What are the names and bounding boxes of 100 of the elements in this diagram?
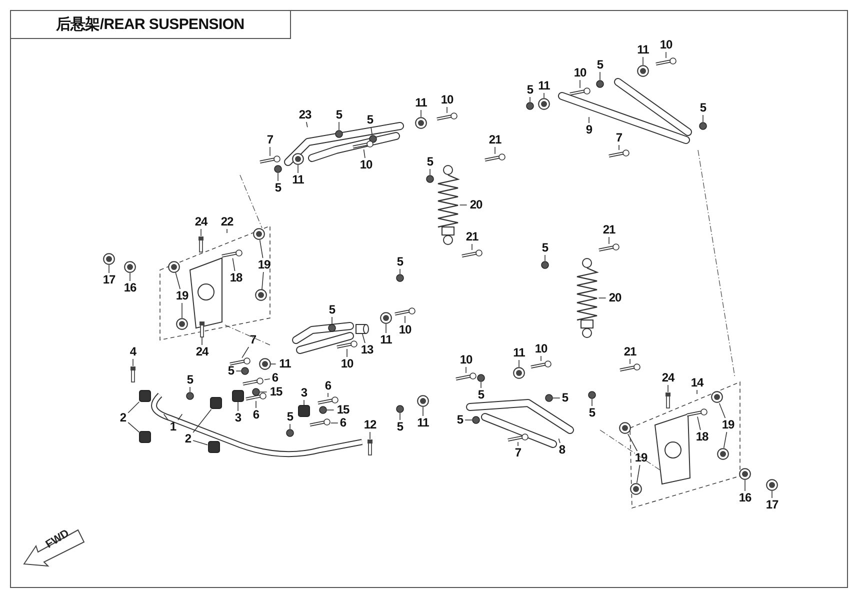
bolt bbox=[352, 141, 374, 150]
bushing bbox=[417, 395, 429, 407]
callout-number: 24 bbox=[196, 346, 208, 358]
callout-number: 11 bbox=[538, 80, 550, 92]
bracket bbox=[208, 440, 220, 453]
leader-line bbox=[494, 146, 496, 154]
callout-number: 15 bbox=[270, 386, 282, 398]
callout-number: 5 bbox=[328, 304, 336, 316]
nut bbox=[544, 394, 553, 402]
leader-line bbox=[422, 406, 424, 416]
bolt bbox=[130, 366, 136, 382]
bolt bbox=[221, 250, 244, 258]
bolt bbox=[228, 358, 251, 366]
bracket bbox=[139, 390, 152, 402]
bushing bbox=[716, 448, 729, 460]
callout-number: 7 bbox=[266, 134, 274, 146]
nut bbox=[541, 261, 549, 269]
callout-number: 5 bbox=[562, 392, 568, 404]
bolt bbox=[655, 58, 677, 66]
callout-number: 10 bbox=[440, 94, 454, 106]
bushing bbox=[255, 289, 268, 302]
callout-number: 7 bbox=[250, 334, 256, 346]
direction-label: FWD bbox=[44, 527, 72, 551]
leader-line bbox=[236, 370, 242, 372]
leader-line bbox=[696, 390, 698, 394]
bracket bbox=[298, 405, 310, 417]
callout-number: 21 bbox=[466, 230, 478, 244]
callout-number: 19 bbox=[258, 258, 270, 272]
nut bbox=[241, 367, 250, 375]
leader-line bbox=[480, 382, 482, 388]
callout-number: 2 bbox=[184, 432, 192, 446]
bolt bbox=[598, 244, 620, 252]
callout-number: 17 bbox=[102, 274, 116, 286]
leader-line bbox=[262, 272, 264, 290]
leader-line bbox=[264, 378, 270, 380]
nut bbox=[526, 102, 534, 110]
leader-line bbox=[608, 236, 610, 244]
leader-line bbox=[636, 464, 640, 484]
bushing bbox=[630, 482, 642, 495]
callout-number: 11 bbox=[513, 346, 525, 360]
callout-number: 11 bbox=[637, 44, 649, 56]
callout-number: 18 bbox=[696, 430, 708, 444]
bolt bbox=[367, 439, 373, 455]
callout-number: 21 bbox=[602, 224, 616, 236]
leader-line bbox=[232, 258, 236, 272]
leader-line bbox=[404, 316, 406, 324]
leader-line bbox=[192, 409, 212, 433]
callout-number: 5 bbox=[596, 58, 604, 72]
callout-number: 19 bbox=[722, 418, 734, 432]
bolt bbox=[455, 373, 477, 381]
bolt bbox=[336, 341, 358, 349]
bolt bbox=[199, 321, 205, 337]
bolt bbox=[394, 308, 416, 316]
callout-number: 5 bbox=[336, 108, 342, 122]
leader-line bbox=[558, 438, 560, 444]
bolt bbox=[484, 154, 506, 162]
nut bbox=[274, 165, 282, 173]
callout-number: 17 bbox=[766, 498, 778, 512]
bolt bbox=[530, 361, 552, 369]
leader-line bbox=[242, 346, 250, 358]
callout-number: 5 bbox=[588, 406, 596, 420]
bracket bbox=[232, 390, 244, 402]
nut bbox=[286, 429, 294, 437]
callout-number: 5 bbox=[286, 410, 294, 424]
nut bbox=[318, 406, 327, 414]
callout-number: 19 bbox=[176, 290, 188, 302]
bushing bbox=[415, 117, 427, 129]
bushing bbox=[252, 228, 265, 240]
shock-absorber bbox=[574, 258, 599, 338]
callout-number: 5 bbox=[396, 256, 404, 268]
bushing bbox=[380, 312, 392, 324]
callout-number: 15 bbox=[336, 404, 350, 416]
nut bbox=[252, 388, 260, 396]
callout-number: 2 bbox=[120, 412, 126, 424]
leader-line bbox=[642, 56, 644, 66]
leader-line bbox=[362, 334, 366, 344]
callout-number: 13 bbox=[360, 344, 374, 356]
callout-number: 3 bbox=[300, 386, 308, 400]
bolt bbox=[507, 434, 529, 442]
callout-number: 5 bbox=[274, 182, 282, 194]
callout-number: 5 bbox=[186, 374, 194, 386]
callout-number: 14 bbox=[690, 376, 704, 390]
leader-line bbox=[723, 432, 728, 448]
callout-number: 11 bbox=[292, 174, 304, 186]
nut bbox=[472, 416, 480, 424]
leader-line bbox=[718, 402, 726, 418]
callout-number: 11 bbox=[415, 96, 427, 110]
bolt bbox=[608, 150, 630, 158]
callout-number: 5 bbox=[366, 114, 374, 126]
leader-line bbox=[540, 356, 542, 362]
bracket bbox=[139, 431, 152, 444]
leader-line bbox=[132, 358, 134, 366]
bolt bbox=[461, 250, 483, 258]
callout-number: 5 bbox=[456, 414, 464, 426]
bolt bbox=[686, 408, 708, 417]
title: 后悬架/REAR SUSPENSION bbox=[56, 14, 244, 34]
leader-line bbox=[459, 204, 468, 206]
leader-line bbox=[544, 254, 546, 262]
bracket bbox=[210, 397, 222, 410]
callout-number: 8 bbox=[558, 444, 566, 456]
